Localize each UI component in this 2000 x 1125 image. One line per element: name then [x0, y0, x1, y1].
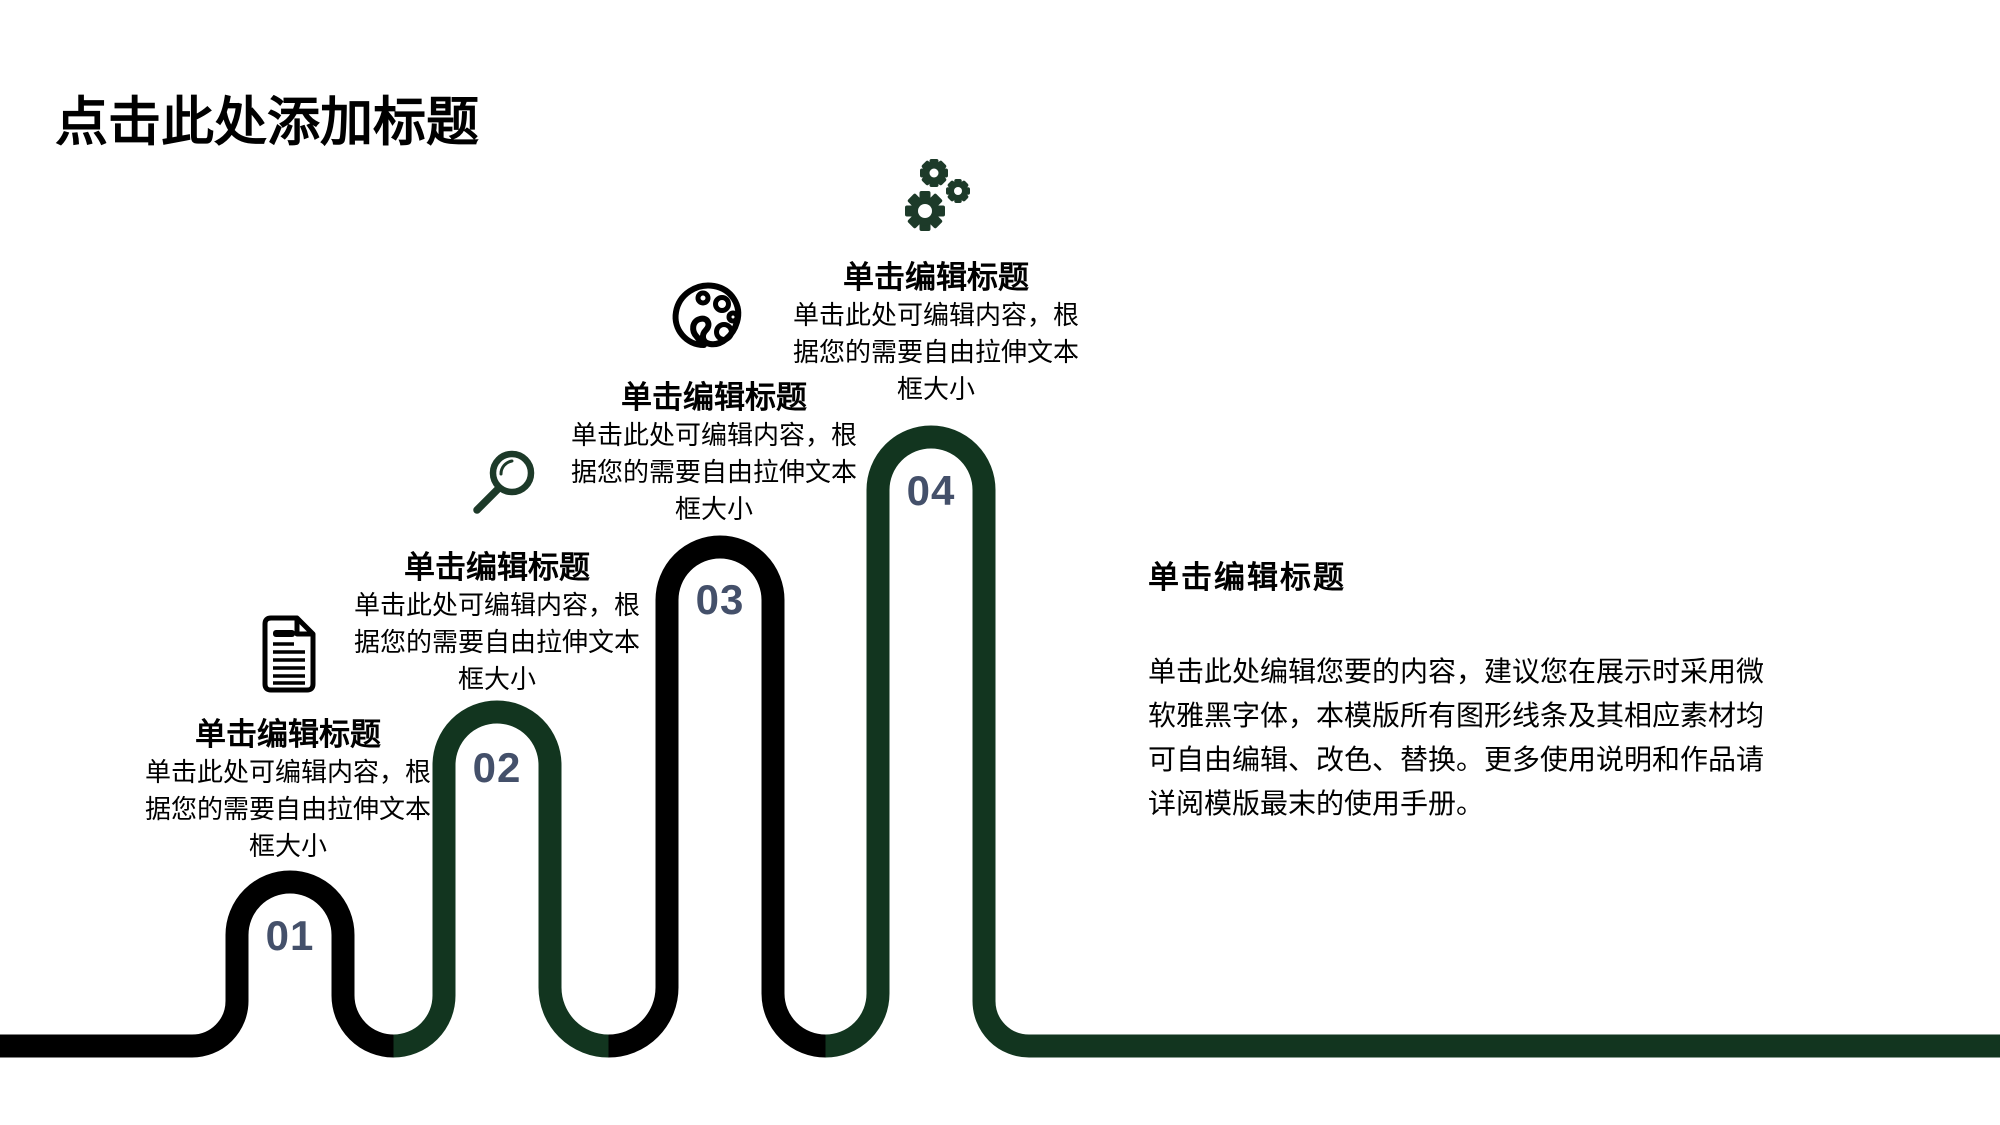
step-4-title: 单击编辑标题: [843, 260, 1029, 295]
step-3-body: 单击此处可编辑内容，根 据您的需要自由拉伸文本 框大小: [570, 420, 857, 524]
path-segment-2: [392, 700, 610, 1058]
step-block-4: 单击编辑标题 单击此处可编辑内容，根 据您的需要自由拉伸文本 框大小: [766, 259, 1106, 408]
step-number-03: 03: [695, 576, 745, 623]
slide-title: 点击此处添加标题: [55, 93, 479, 152]
step-block-1: 单击编辑标题 单击此处可编辑内容，根 据您的需要自由拉伸文本 框大小: [118, 716, 458, 865]
step-number-02: 02: [472, 744, 522, 791]
side-panel-body: 单击此处编辑您要的内容，建议您在展示时采用微 软雅黑字体，本模版所有图形线条及其…: [1148, 656, 1765, 819]
step-3-title: 单击编辑标题: [621, 380, 807, 415]
gears-icon: [905, 159, 970, 231]
step-block-3: 单击编辑标题 单击此处可编辑内容，根 据您的需要自由拉伸文本 框大小: [544, 379, 884, 528]
step-1-title: 单击编辑标题: [195, 717, 381, 752]
step-2-title: 单击编辑标题: [404, 550, 590, 585]
document-icon: [262, 615, 316, 693]
path-segment-4: [824, 425, 2000, 1058]
step-number-04: 04: [906, 467, 956, 514]
side-panel: 单击编辑标题 单击此处编辑您要的内容，建议您在展示时采用微 软雅黑字体，本模版所…: [1148, 560, 1828, 826]
step-1-body: 单击此处可编辑内容，根 据您的需要自由拉伸文本 框大小: [144, 757, 431, 861]
step-block-2: 单击编辑标题 单击此处可编辑内容，根 据您的需要自由拉伸文本 框大小: [327, 549, 667, 698]
step-4-body: 单击此处可编辑内容，根 据您的需要自由拉伸文本 框大小: [792, 300, 1079, 404]
palette-icon: [672, 282, 742, 348]
path-segment-3: [607, 535, 827, 1058]
side-panel-title: 单击编辑标题: [1148, 560, 1346, 595]
step-number-01: 01: [265, 912, 315, 959]
path-segment-1: [0, 870, 395, 1058]
magnifier-icon: [473, 450, 535, 514]
step-2-body: 单击此处可编辑内容，根 据您的需要自由拉伸文本 框大小: [353, 590, 640, 694]
